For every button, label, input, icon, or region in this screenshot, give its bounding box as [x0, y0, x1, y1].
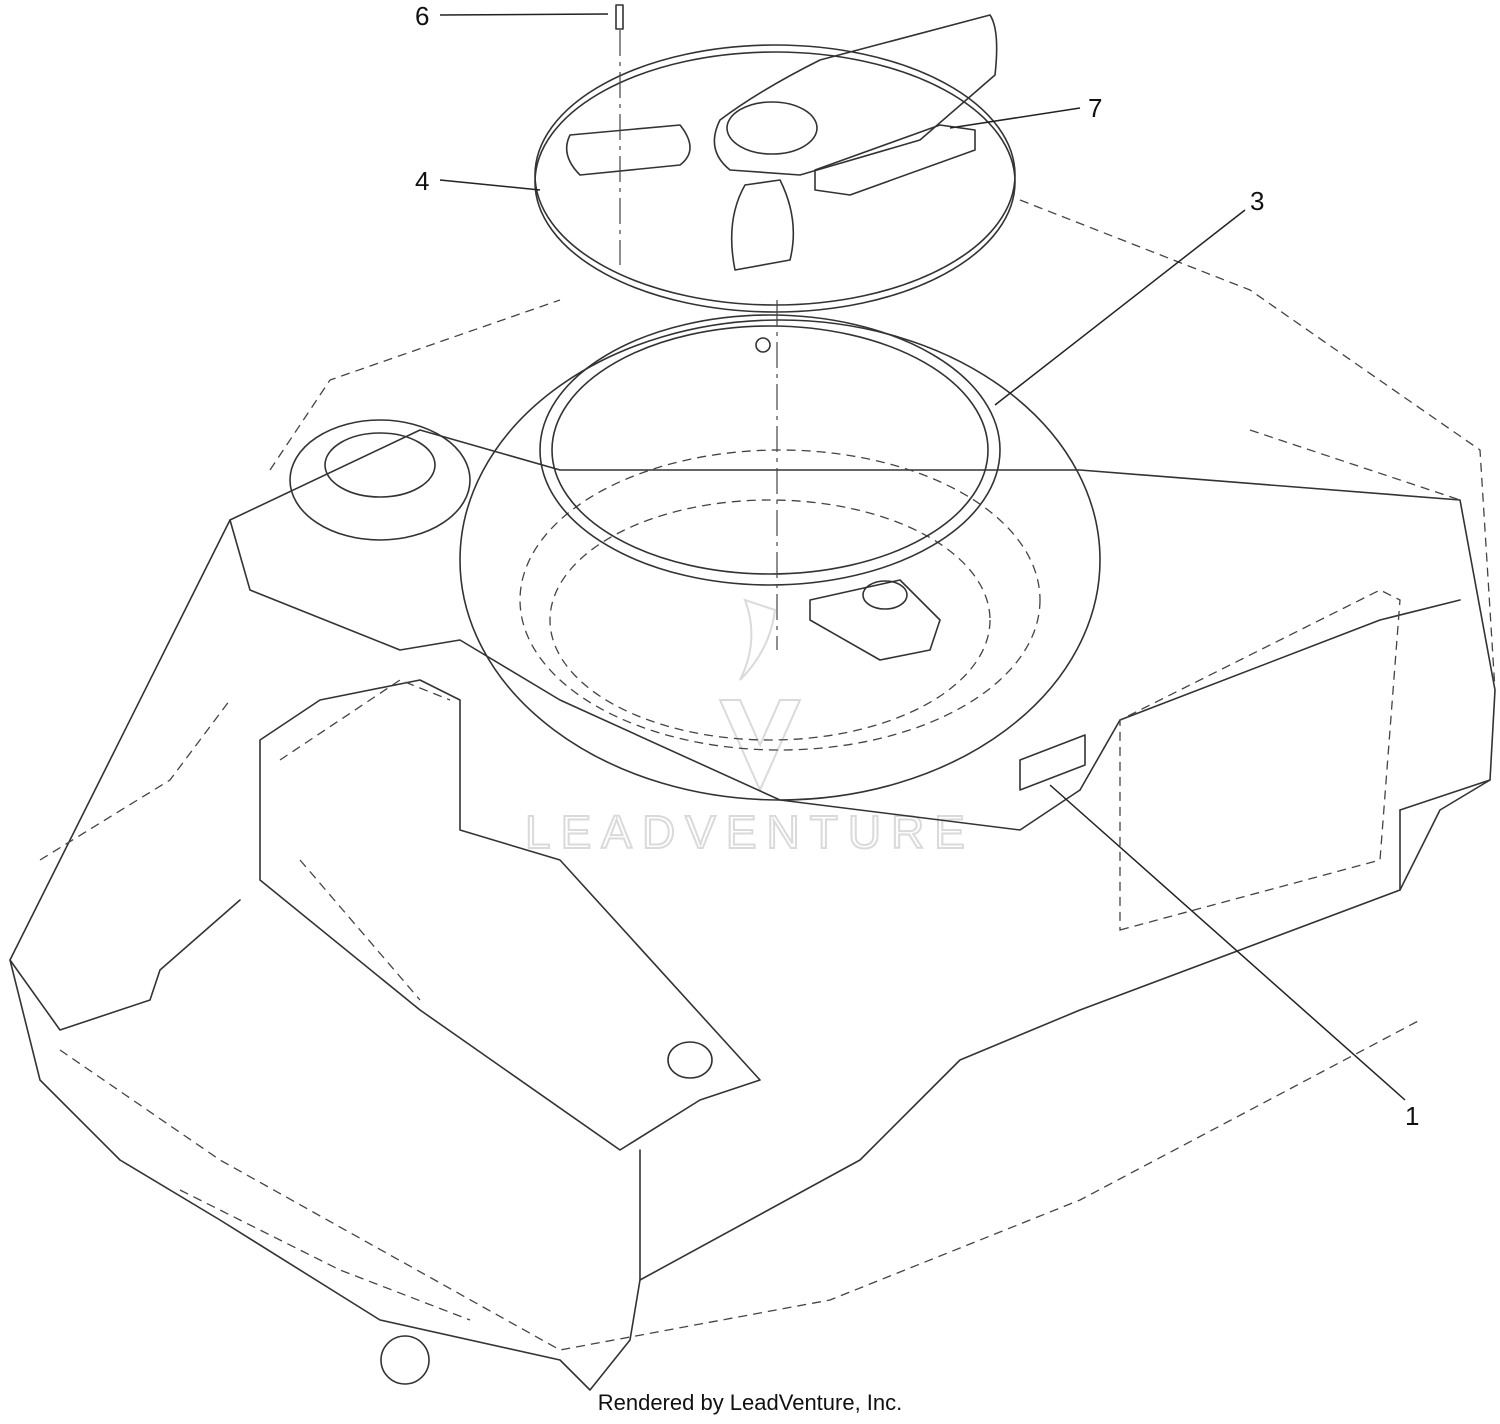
- callout-3: 3: [1250, 186, 1264, 216]
- fuel-cap: [534, 14, 1016, 313]
- callout-7: 7: [1088, 93, 1102, 123]
- hood-body: [9, 429, 1496, 1391]
- body-decal: [1019, 734, 1086, 791]
- watermark: LEADVENTURE: [524, 598, 975, 859]
- callout-4: 4: [415, 166, 429, 196]
- leader-7: [949, 107, 1081, 129]
- hood-hidden-lines: [39, 199, 1496, 1351]
- screw: [615, 4, 624, 30]
- leader-1: [1049, 784, 1406, 1101]
- tank-opening: [459, 319, 1101, 801]
- callouts: 6 7 4 3 1: [415, 1, 1419, 1131]
- callout-1: 1: [1405, 1101, 1419, 1131]
- leader-6: [439, 13, 609, 16]
- gasket-ring: [539, 314, 1001, 586]
- decal-label: [814, 124, 976, 196]
- watermark-text: LEADVENTURE: [525, 806, 975, 858]
- auxiliary-port: [289, 419, 713, 1385]
- footer-credit: Rendered by LeadVenture, Inc.: [598, 1390, 903, 1415]
- leader-lines: [439, 13, 1406, 1101]
- leader-4: [439, 179, 541, 191]
- leader-3: [994, 209, 1246, 406]
- callout-6: 6: [415, 1, 429, 31]
- watermark-logo: [718, 598, 802, 793]
